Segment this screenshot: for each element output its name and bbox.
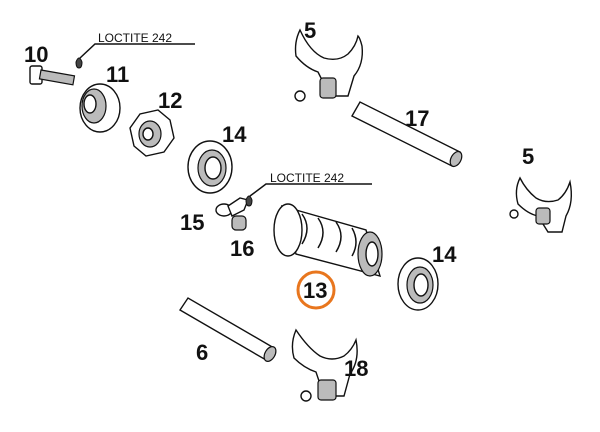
callout-10: 10 [24,42,48,67]
part-15-washer [215,197,249,217]
part-14-seal-left [187,140,233,194]
loctite-leader-lower [249,183,372,197]
callout-15: 15 [180,210,204,235]
part-5-shift-fork-right [509,176,573,233]
callout-6: 6 [196,340,208,365]
callout-12: 12 [158,88,182,113]
callout-5-right: 5 [522,144,534,169]
part-6-shaft [179,297,277,362]
callout-18: 18 [344,356,368,381]
part-11-hub [79,83,121,133]
part-12-star-plate [129,109,175,157]
callout-17: 17 [405,106,429,131]
loctite-note-lower: LOCTITE 242 [270,171,344,185]
part-14-seal-right [397,257,439,311]
loctite-leader-upper [79,43,195,59]
callout-14-left: 14 [222,122,247,147]
part-10-screw [29,65,76,86]
part-13-shift-drum [273,203,383,277]
callout-5-top: 5 [304,18,316,43]
callout-11: 11 [106,62,129,87]
highlight-circle-13 [296,270,336,310]
part-18-shift-fork [291,328,358,402]
loctite-drop-lower [245,195,253,207]
loctite-drop-upper [75,57,83,69]
callout-16: 16 [230,236,254,261]
part-17-shaft [351,101,463,168]
part-16-pin [231,215,247,231]
callout-14-right: 14 [432,242,457,267]
part-5-shift-fork-top [294,28,364,102]
loctite-note-upper: LOCTITE 242 [98,31,172,45]
callout-13: 13 [303,278,327,303]
